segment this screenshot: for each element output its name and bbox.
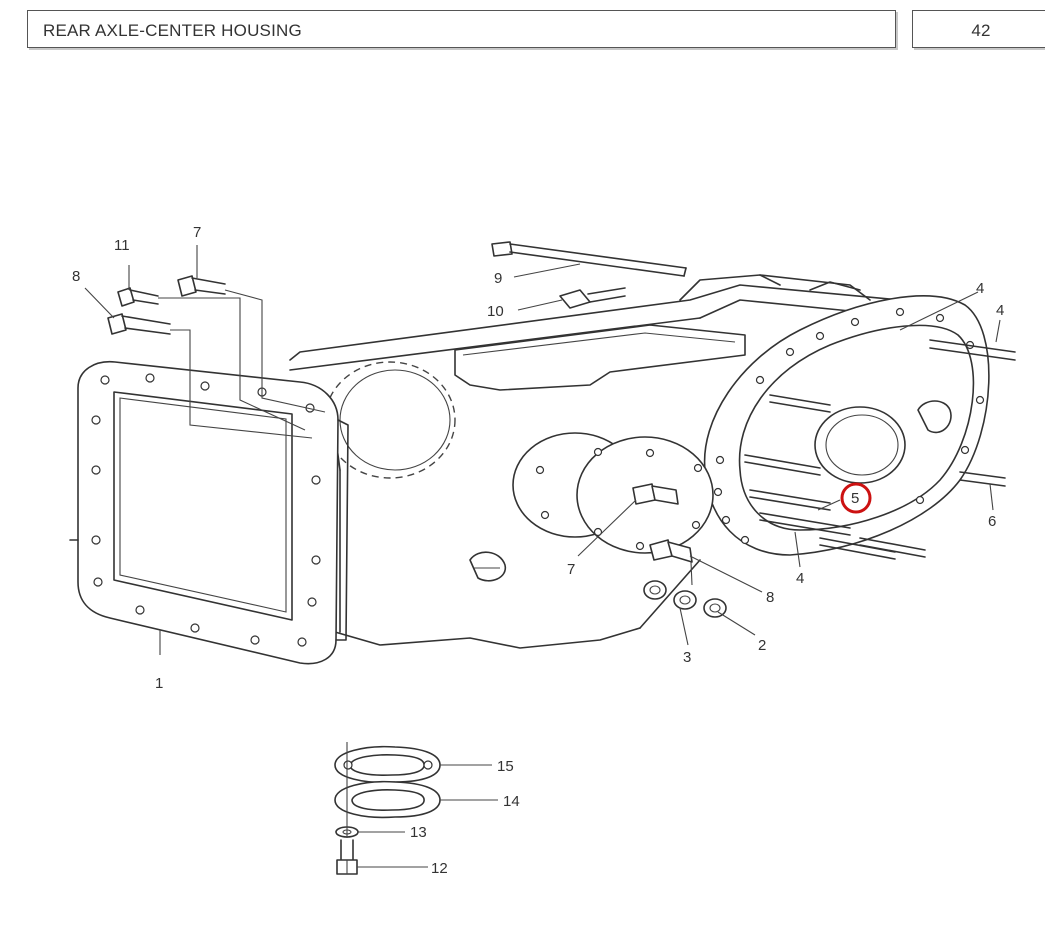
highlight-circle — [840, 482, 872, 514]
callout-3: 3 — [683, 649, 691, 666]
title-box: REAR AXLE-CENTER HOUSING — [27, 10, 896, 48]
callout-8-top: 8 — [72, 268, 80, 285]
page-number-box: 42 — [912, 10, 1045, 48]
page-number: 42 — [971, 21, 991, 40]
side-cover — [512, 432, 727, 618]
callout-7-cover: 7 — [567, 561, 575, 578]
bolt-7-top — [177, 275, 226, 297]
callout-labels: 1 2 3 4 4 4 5 6 7 7 8 8 9 10 11 12 13 14… — [72, 224, 1004, 877]
gasket-15 — [334, 745, 441, 784]
page-title: REAR AXLE-CENTER HOUSING — [43, 21, 302, 40]
callout-8-right: 8 — [766, 589, 774, 606]
callout-13: 13 — [410, 824, 427, 841]
callout-2: 2 — [758, 637, 766, 654]
long-bolt-9 — [491, 241, 687, 277]
front-flange — [69, 361, 349, 665]
leader-lines — [84, 245, 1001, 868]
gasket-14 — [334, 780, 441, 819]
callout-6: 6 — [988, 513, 996, 530]
callout-14: 14 — [503, 793, 520, 810]
callout-1: 1 — [155, 675, 163, 692]
callout-4-top: 4 — [976, 280, 984, 297]
bolt-12 — [336, 839, 358, 875]
bolt-8-top — [107, 313, 171, 335]
callout-4-right: 4 — [996, 302, 1004, 319]
bolt-11 — [117, 287, 159, 307]
callout-7-top: 7 — [193, 224, 201, 241]
callout-9: 9 — [494, 270, 502, 287]
callout-11: 11 — [114, 237, 130, 254]
studs — [744, 339, 1016, 560]
callout-12: 12 — [431, 860, 448, 877]
fitting-10 — [559, 287, 626, 309]
callout-5: 5 — [851, 490, 859, 507]
callout-10: 10 — [487, 303, 504, 320]
callout-4-bottom: 4 — [796, 570, 804, 587]
rear-flange — [703, 295, 990, 556]
callout-15: 15 — [497, 758, 514, 775]
